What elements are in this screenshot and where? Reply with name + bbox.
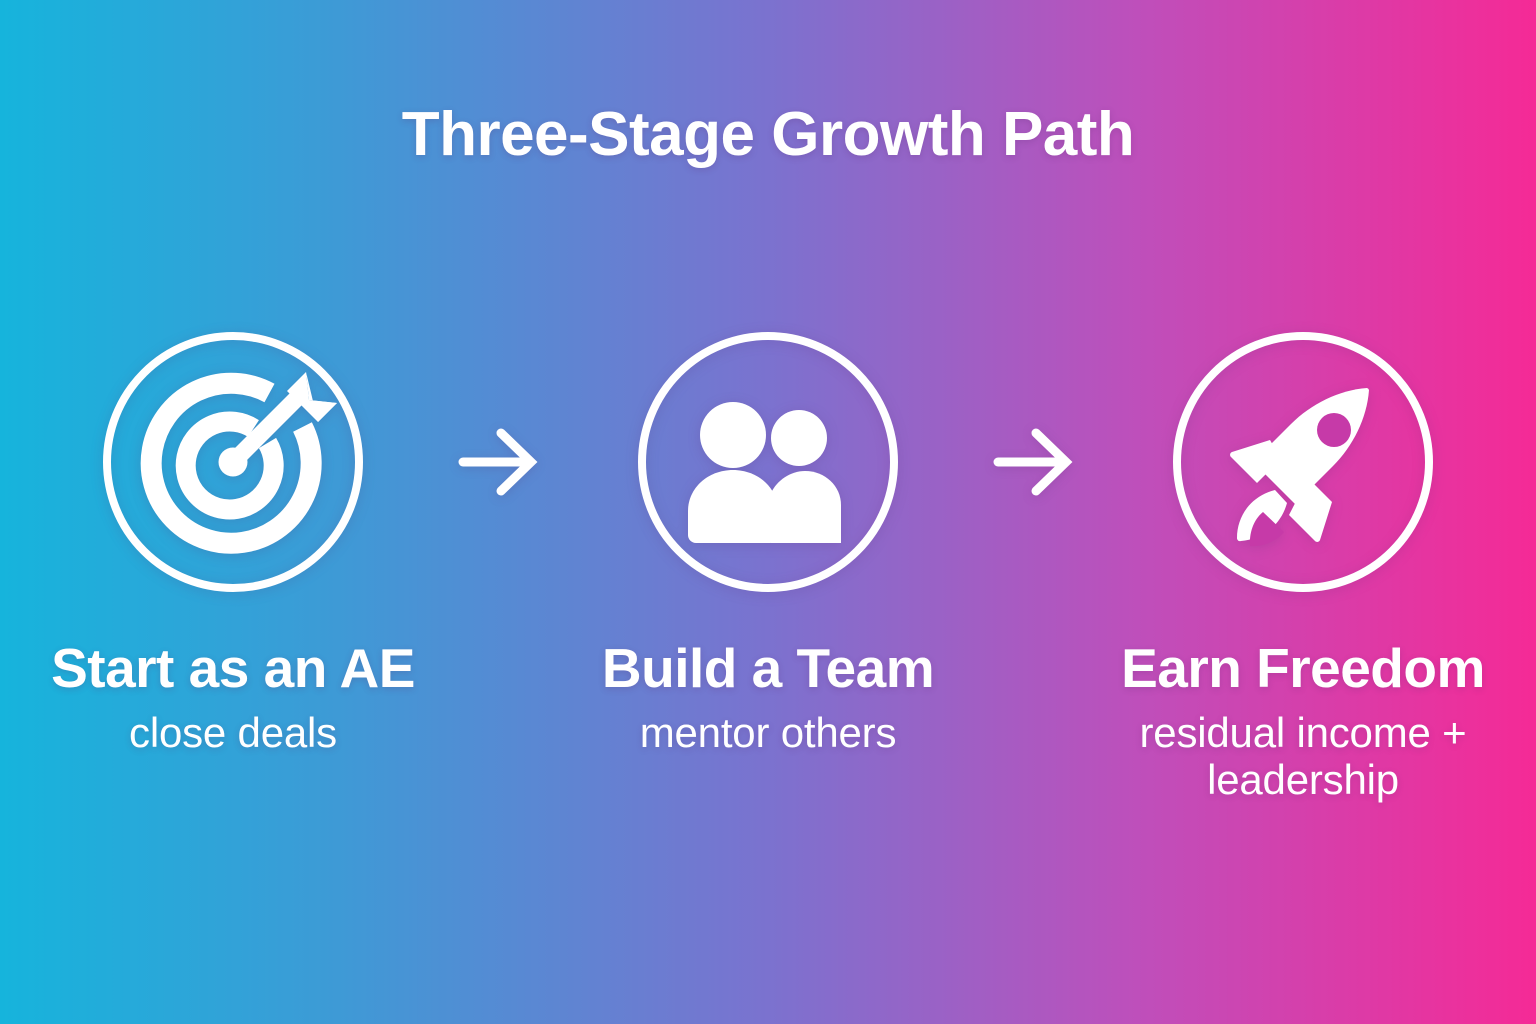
stage-text-block: Build a Team mentor others <box>553 638 983 756</box>
team-people-icon <box>636 330 900 594</box>
stage-build-a-team[interactable]: Build a Team mentor others <box>563 330 973 756</box>
arrow-right-icon <box>438 330 563 594</box>
stage-text-block: Start as an AE close deals <box>18 638 448 756</box>
rocket-icon <box>1171 330 1435 594</box>
page-title: Three-Stage Growth Path <box>401 100 1135 169</box>
stage-earn-freedom[interactable]: Earn Freedom residual income + leadershi… <box>1098 330 1508 803</box>
target-arrow-icon <box>101 330 365 594</box>
stage-heading: Build a Team <box>601 637 935 699</box>
stage-start-as-an-ae[interactable]: Start as an AE close deals <box>28 330 438 756</box>
stage-subtitle: close deals <box>129 708 337 756</box>
arrow-right-icon <box>973 330 1098 594</box>
stage-subtitle: mentor others <box>639 708 897 756</box>
stage-heading: Earn Freedom <box>1121 637 1485 699</box>
stage-row: Start as an AE close deals <box>0 330 1536 803</box>
stage-subtitle: residual income + leadership <box>1139 708 1467 803</box>
stage-heading: Start as an AE <box>51 637 415 699</box>
stage-text-block: Earn Freedom residual income + leadershi… <box>1088 638 1518 803</box>
